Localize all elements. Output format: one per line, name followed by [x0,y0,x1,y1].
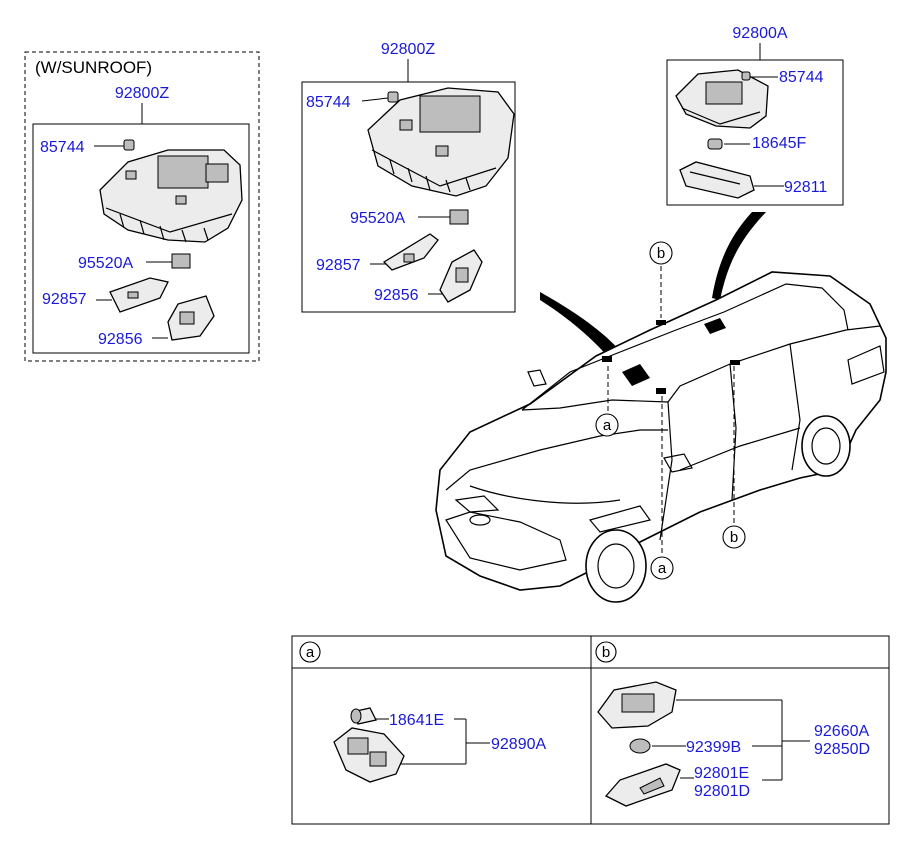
center-lens-b-part [439,249,483,303]
right-bulb-label: 85744 [779,69,824,86]
sunroof-dashed-frame [24,51,260,362]
sunroof-inner-frame [32,123,250,354]
table-a-bulb-part [350,707,377,725]
sunroof-title: (W/SUNROOF) [35,58,152,77]
svg-text:a: a [306,644,315,661]
center-lens-a-label: 92857 [316,257,361,274]
table-b-lens-part [604,763,681,807]
center-lens-b-label: 92856 [374,287,419,304]
table-a-lamp-part [333,727,405,783]
right-pointer-wedge [712,212,766,300]
right-lens-part [679,161,755,199]
table-b-bulb-part [629,738,651,754]
table-header-b: b [595,641,617,663]
svg-text:b: b [730,529,738,546]
sunroof-bulb-part [123,139,135,151]
callout-b-lower: b [722,525,746,549]
right-frame [666,59,844,206]
detail-table: a 18641E 92890A b 92660A 92850D [291,635,890,825]
center-assembly-label: 92800Z [381,41,435,58]
table-b-assembly-2-label: 92850D [814,741,870,758]
center-switch-label: 95520A [350,210,405,227]
right-assembly-label: 92800A [732,25,787,42]
sunroof-switch-part [171,253,191,269]
sunroof-lens-b-label: 92856 [98,331,143,348]
table-header-a: a [299,641,321,663]
sunroof-assembly-label: 92800Z [115,85,169,102]
svg-text:b: b [602,644,610,661]
svg-text:a: a [658,560,667,577]
table-a-assembly-label: 92890A [491,736,546,753]
sunroof-bulb-label: 85744 [40,139,85,156]
center-frame [301,81,516,313]
svg-text:a: a [603,417,612,434]
center-lens-a-part [382,233,439,271]
svg-text:b: b [657,245,665,262]
callout-a-upper: a [595,413,619,437]
right-lamp-label: 18645F [752,135,806,152]
callout-b-upper: b [649,241,673,265]
table-b-lens-2-label: 92801D [694,783,750,800]
sunroof-lens-a-part [109,277,169,313]
center-bulb-label: 85744 [306,94,351,111]
car-illustration [435,271,887,603]
table-a-bulb-label: 18641E [389,712,444,729]
table-b-bulb-label: 92399B [686,739,741,756]
sunroof-switch-label: 95520A [78,255,133,272]
sunroof-group: (W/SUNROOF) 92800Z 85744 95520A 92857 [24,51,260,362]
table-b-console-part [597,681,677,729]
right-console-part [675,69,769,129]
center-switch-part [449,209,469,225]
sunroof-lens-b-part [167,295,215,341]
center-group: 92800Z 85744 95520A 92857 [301,41,516,313]
right-lens-label: 92811 [784,179,827,196]
center-bulb-part [387,91,399,103]
center-console-part [367,87,515,197]
sunroof-console-part [99,149,243,243]
table-b-assembly-1-label: 92660A [814,723,869,740]
table-b-lens-1-label: 92801E [694,765,749,782]
right-bulb-part [741,71,751,81]
right-lamp-part [707,138,723,150]
right-group: 92800A 85744 18645F 92811 [666,25,844,206]
callout-a-lower: a [650,556,674,580]
sunroof-lens-a-label: 92857 [42,291,87,308]
